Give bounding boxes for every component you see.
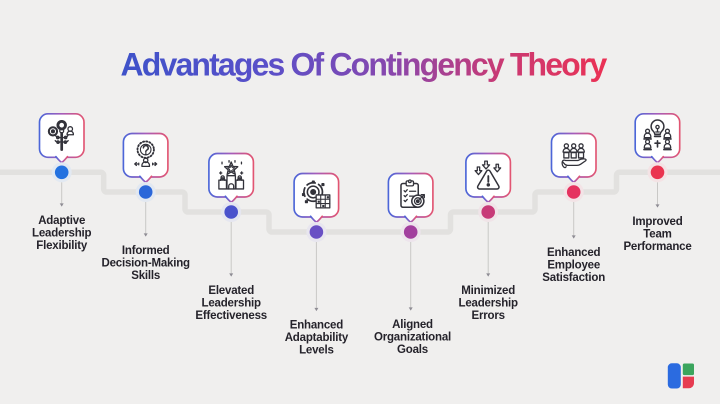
svg-text:Employee: Employee [547, 259, 600, 271]
svg-text:Leadership: Leadership [459, 297, 519, 309]
svg-text:Flexibility: Flexibility [36, 240, 88, 252]
svg-text:Leadership: Leadership [32, 227, 92, 239]
svg-text:Satisfaction: Satisfaction [542, 272, 605, 284]
svg-text:Organizational: Organizational [374, 331, 451, 343]
svg-text:Leadership: Leadership [202, 297, 262, 309]
svg-text:Enhanced: Enhanced [290, 320, 344, 332]
svg-text:Adaptability: Adaptability [285, 332, 349, 344]
svg-text:Levels: Levels [299, 344, 334, 356]
svg-text:Elevated: Elevated [208, 285, 254, 297]
svg-text:Team: Team [643, 228, 671, 240]
svg-text:Effectiveness: Effectiveness [195, 310, 267, 322]
svg-text:Enhanced: Enhanced [547, 247, 601, 259]
svg-text:Improved: Improved [632, 216, 682, 228]
svg-text:Goals: Goals [397, 344, 428, 356]
svg-text:Skills: Skills [131, 270, 160, 282]
svg-text:Aligned: Aligned [392, 319, 433, 331]
svg-text:Decision-Making: Decision-Making [102, 257, 191, 269]
svg-text:Advantages Of Contingency Theo: Advantages Of Contingency Theory [121, 47, 608, 83]
svg-text:Adaptive: Adaptive [38, 215, 85, 227]
svg-text:Errors: Errors [472, 310, 505, 322]
svg-text:Minimized: Minimized [461, 285, 515, 297]
svg-text:Performance: Performance [623, 241, 691, 253]
svg-text:Informed: Informed [122, 245, 170, 257]
